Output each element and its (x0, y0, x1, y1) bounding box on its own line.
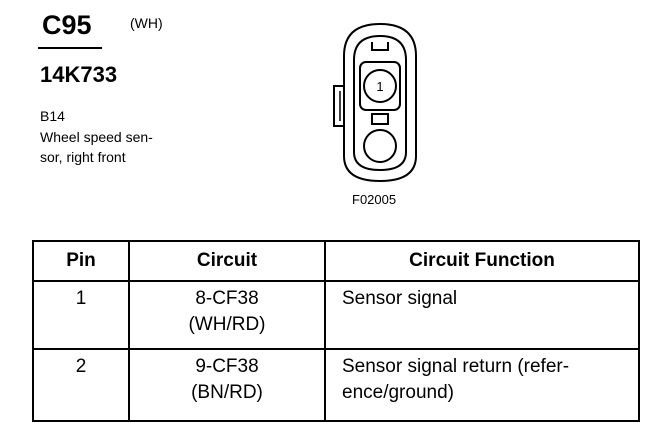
table-row: 1 8-CF38 (WH/RD) Sensor signal (32, 280, 640, 350)
part-number: 14K733 (40, 62, 118, 87)
function-cell: Sensor signal return (refer- ence/ground… (324, 348, 640, 422)
circuit-wire-color: (WH/RD) (188, 314, 266, 335)
function-text-line-1: Sensor signal return (refer- (342, 356, 570, 377)
header-circuit: Circuit (128, 240, 326, 282)
connector-id: C95 (42, 10, 92, 40)
figure-code: F02005 (352, 192, 397, 207)
pin-1-label: 1 (376, 79, 383, 94)
header-circuit-function: Circuit Function (324, 240, 640, 282)
circuit-cell: 8-CF38 (WH/RD) (128, 280, 326, 350)
color-code: (WH) (130, 15, 163, 31)
circuit-cell: 9-CF38 (BN/RD) (128, 348, 326, 422)
function-text-line-2: ence/ground) (342, 382, 454, 403)
pin-circuit-table: Pin Circuit Circuit Function 1 8-CF38 (W… (32, 240, 640, 422)
description-line-1: Wheel speed sen- (40, 129, 153, 145)
location-code: B14 (40, 108, 65, 124)
table-row: 2 9-CF38 (BN/RD) Sensor signal return (r… (32, 348, 640, 422)
pin-cell: 1 (32, 280, 130, 350)
description-line-2: sor, right front (40, 149, 126, 165)
header-pin: Pin (32, 240, 130, 282)
connector-face-drawing: 1 (333, 22, 417, 183)
circuit-wire-color: (BN/RD) (191, 382, 263, 403)
connector-id-underline (38, 47, 102, 49)
function-text-line-1: Sensor signal (342, 288, 458, 309)
table-header-row: Pin Circuit Circuit Function (32, 240, 640, 282)
function-cell: Sensor signal (324, 280, 640, 350)
pin-cell: 2 (32, 348, 130, 422)
circuit-number: 8-CF38 (195, 288, 259, 309)
circuit-number: 9-CF38 (195, 356, 259, 377)
